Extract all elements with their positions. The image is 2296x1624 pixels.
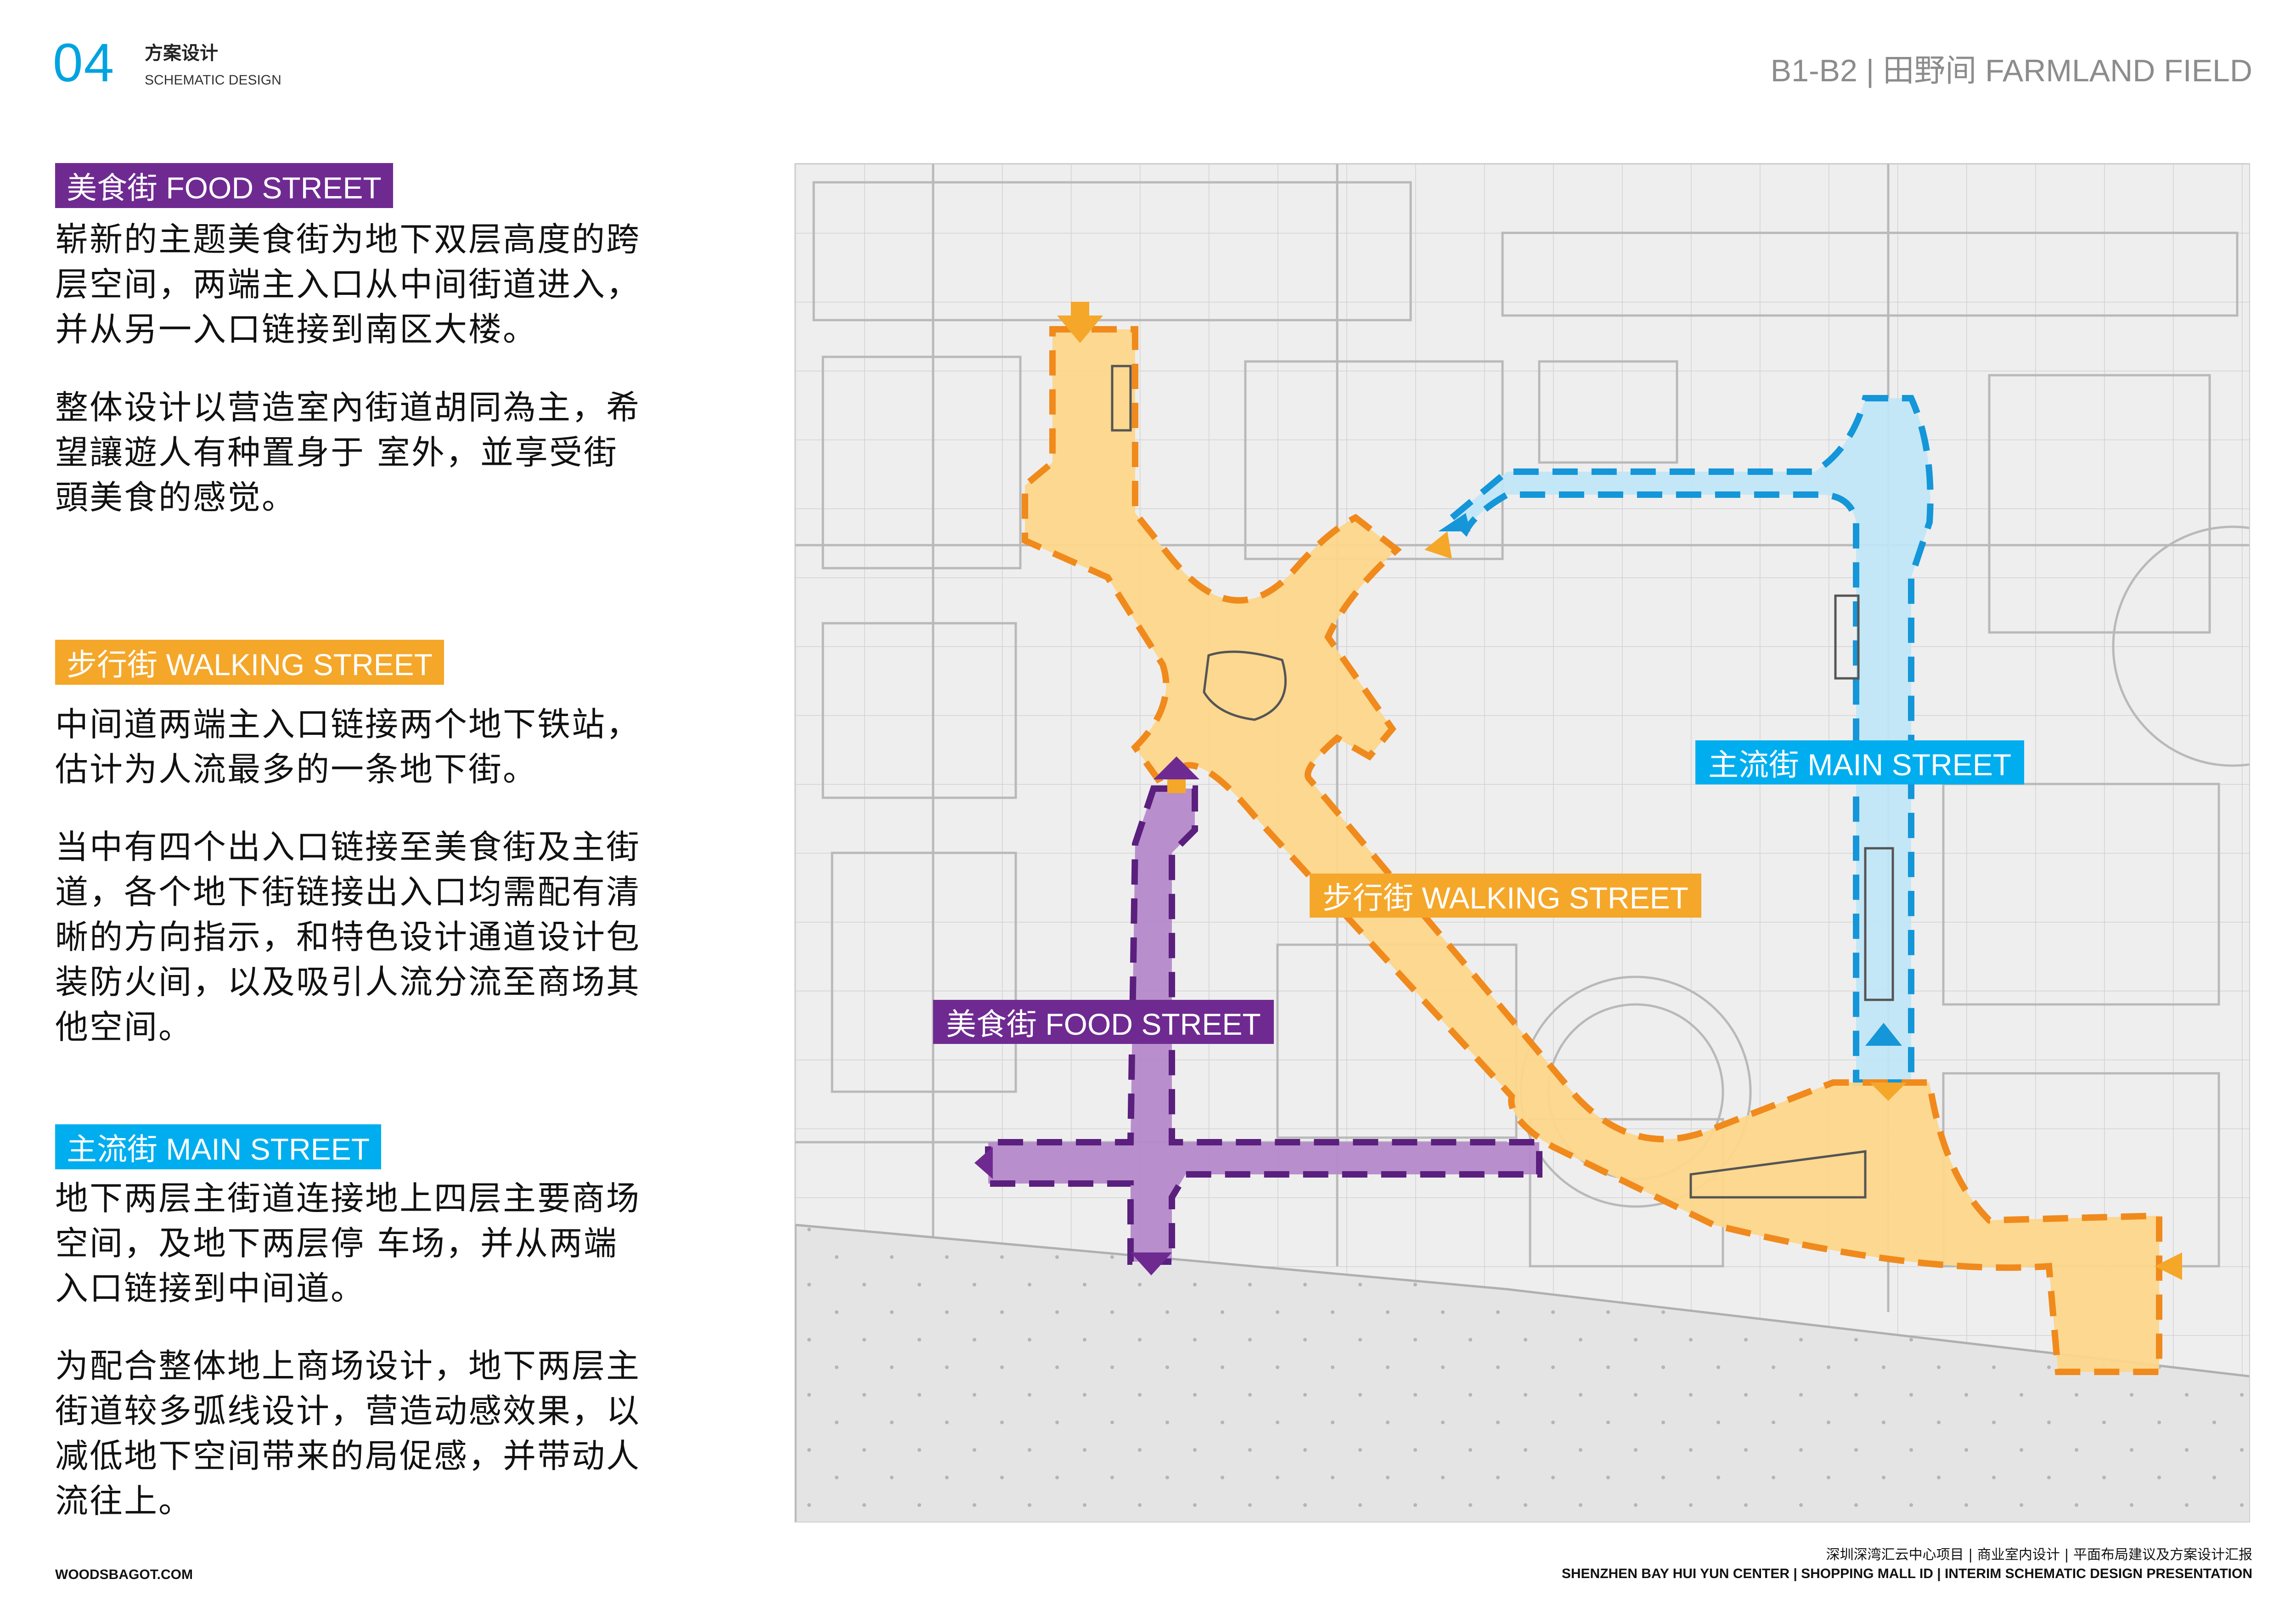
walking-street-tag: 步行街 WALKING STREET [55,640,444,685]
food-street-zone [985,785,1542,1265]
walking-street-arrow-icon [1870,1083,1907,1101]
walking-street-arrow-icon [1424,531,1452,559]
food-street-arrow-icon [1154,756,1199,779]
website-link[interactable]: WOODSBAGOT.COM [55,1567,193,1582]
section-number: 04 [53,33,115,93]
site-ground-hatch [795,1225,2249,1522]
section-title-cn: 方案设计 [145,43,218,64]
walking-street-paragraph-2: 当中有四个出入口链接至美食街及主街道，各个地下街链接出入口均需配有清晰的方向指示… [55,828,641,1046]
section-title-en: SCHEMATIC DESIGN [145,73,281,88]
entry-arrows [974,302,2182,1280]
walking-street-paragraph-1: 中间道两端主入口链接两个地下铁站，估计为人流最多的一条地下街。 [55,705,641,789]
food-street-label: 美食街 FOOD STREET [933,1000,1274,1044]
walking-street-zone [1022,326,2162,1375]
floor-plan: 主流街 MAIN STREET 步行街 WALKING STREET 美食街 F… [794,163,2250,1522]
walking-street-arrow-icon [2155,1252,2182,1280]
footer-project-cn: 深圳深湾汇云中心项目 | 商业室内设计 | 平面布局建议及方案设计汇报 [1826,1547,2252,1563]
footer-project-en: SHENZHEN BAY HUI YUN CENTER | SHOPPING M… [1561,1566,2252,1581]
main-street-arrow-icon [1438,513,1470,531]
main-street-arrow-icon [1865,1023,1902,1046]
main-street-paragraph-1: 地下两层主街道连接地上四层主要商场空间，及地下两层停 车场，并从两端入口链接到中… [55,1179,641,1308]
food-street-paragraph-1: 崭新的主题美食街为地下双层高度的跨层空间，两端主入口从中间街道进入，并从另一入口… [55,220,641,349]
main-street-tag: 主流街 MAIN STREET [55,1124,382,1169]
main-street-label: 主流街 MAIN STREET [1695,740,2025,784]
floor-plan-drawing [795,164,2249,1522]
food-street-arrow-icon [974,1147,993,1179]
plan-features [1111,365,1894,1199]
page-title: B1-B2 | 田野间 FARMLAND FIELD [1770,53,2252,88]
walking-street-arrow-icon [1057,302,1103,343]
food-street-paragraph-2: 整体设计以营造室內街道胡同為主，希望讓遊人有种置身于 室外，並享受街頭美食的感觉… [55,388,641,517]
main-street-paragraph-2: 为配合整体地上商场设计，地下两层主街道较多弧线设计，营造动感效果，以减低地下空间… [55,1347,641,1520]
main-street-zone [1447,395,1934,1086]
food-street-tag: 美食街 FOOD STREET [55,163,393,208]
food-street-arrow-icon [1131,1252,1172,1275]
walking-street-label: 步行街 WALKING STREET [1310,874,1701,918]
